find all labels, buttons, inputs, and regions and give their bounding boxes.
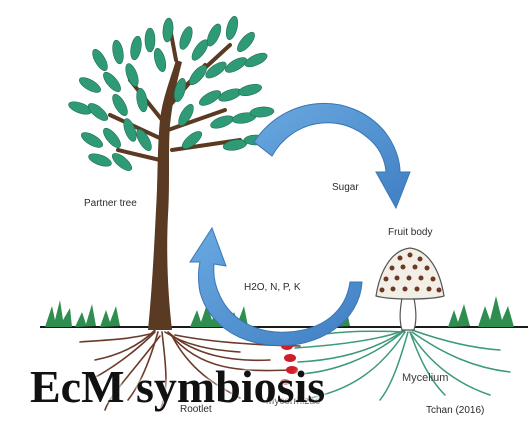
label-mycelium: Mycelium bbox=[402, 372, 449, 384]
label-rootlet: Rootlet bbox=[180, 404, 212, 415]
label-credit: Tchan (2016) bbox=[426, 405, 485, 416]
mushroom-fruit-body bbox=[375, 247, 445, 331]
label-nutrients: H2O, N, P, K bbox=[244, 282, 301, 293]
tree-trunk bbox=[148, 60, 182, 330]
tree-roots bbox=[79, 329, 301, 411]
nutrient-arrow bbox=[189, 226, 363, 347]
label-mycorrhizae: Mycorrhizae bbox=[266, 396, 321, 407]
label-partner-tree: Partner tree bbox=[84, 198, 137, 209]
mycelium-network bbox=[294, 329, 511, 401]
sugar-arrow bbox=[253, 103, 411, 210]
grass-tufts bbox=[45, 296, 514, 327]
label-sugar: Sugar bbox=[332, 182, 359, 193]
diagram-title: EcM symbiosis bbox=[30, 361, 326, 412]
label-fruit-body: Fruit body bbox=[388, 227, 433, 238]
